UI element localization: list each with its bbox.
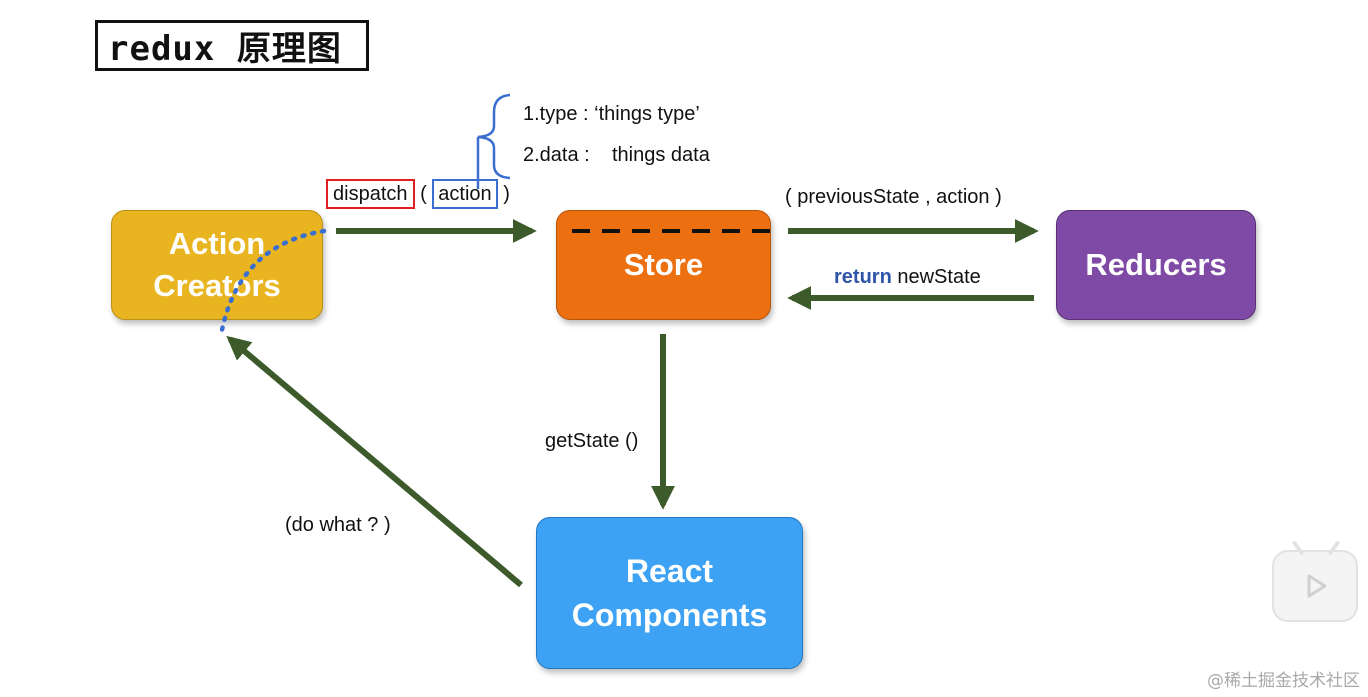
action-creators-line-2: Creators	[153, 268, 281, 303]
action-type-label: 1.type : ‘things type’	[523, 103, 700, 125]
dispatch-label: dispatch	[326, 179, 415, 209]
action-creators-line-1: Action	[168, 226, 266, 261]
action-label: action	[432, 179, 498, 209]
play-button-icon	[1307, 574, 1327, 598]
action-data-key: 2.data :	[523, 144, 590, 166]
watermark: @稀土掘金技术社区	[1207, 671, 1360, 691]
arrow-react-to-action-creators	[226, 335, 523, 588]
action-data-value: things data	[612, 144, 710, 166]
get-state-label: getState ()	[545, 430, 639, 452]
reducers-node: Reducers	[1056, 210, 1256, 320]
react-components-line-1: React	[625, 553, 714, 589]
reducers-label: Reducers	[1085, 247, 1227, 282]
do-what-label: (do what ? )	[285, 514, 391, 536]
return-keyword: return	[834, 266, 892, 288]
previous-state-label: ( previousState , action )	[785, 186, 1002, 208]
new-state-label: newState	[897, 266, 981, 288]
dispatch-call: dispatch ( action )	[326, 179, 510, 209]
react-components-node: React Components	[536, 517, 803, 669]
store-label: Store	[623, 247, 704, 282]
close-paren: )	[503, 183, 510, 205]
return-new-state-label: return newState	[834, 266, 981, 289]
action-creators-node: Action Creators	[111, 210, 323, 320]
action-brace	[477, 93, 511, 180]
react-components-line-2: Components	[571, 597, 768, 633]
play-button[interactable]	[1272, 540, 1358, 622]
store-node: Store	[556, 210, 771, 320]
open-paren: (	[420, 183, 427, 205]
diagram-title: redux 原理图	[95, 20, 369, 71]
